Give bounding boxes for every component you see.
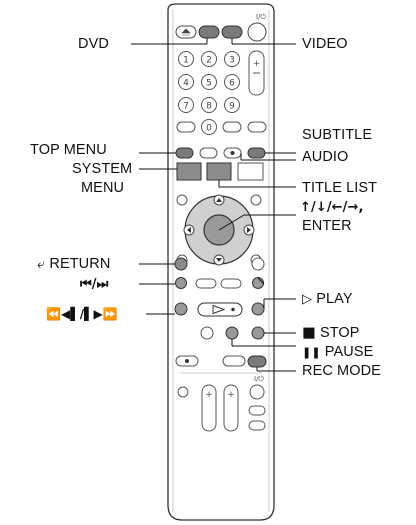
stop-button xyxy=(251,326,265,340)
eject-button xyxy=(175,25,197,39)
subtitle-button xyxy=(247,147,266,159)
rec-mode-button xyxy=(247,355,267,368)
label-return-text: RETURN xyxy=(49,256,111,272)
return-button xyxy=(174,257,188,271)
return-icon: ⤶ xyxy=(37,256,46,272)
svg-text:5: 5 xyxy=(206,79,212,89)
svg-text:4: 4 xyxy=(183,79,189,89)
system-menu-button xyxy=(176,162,202,181)
stop-icon: ■ xyxy=(302,325,316,341)
prev-button xyxy=(175,277,187,289)
label-video: VIDEO xyxy=(302,36,348,52)
label-stop-text: STOP xyxy=(319,325,360,341)
label-prev-next-icon: ⏮/⏭ xyxy=(80,277,109,292)
play-button xyxy=(197,302,243,317)
svg-text:7: 7 xyxy=(183,102,189,112)
ff-button xyxy=(251,302,265,316)
svg-text:+: + xyxy=(227,390,235,400)
top-menu-button xyxy=(175,147,194,159)
label-enter: ENTER xyxy=(302,218,352,234)
label-top-menu: TOP MENU xyxy=(30,142,107,158)
dvd-button xyxy=(198,25,220,39)
label-arrows-icon: ↑/↓/←/→, xyxy=(300,200,364,215)
label-system-menu-line1: SYSTEM xyxy=(72,161,133,177)
label-scan-slow-icon: ⏪◀▌/▌▶⏩ xyxy=(46,307,118,321)
svg-text:1: 1 xyxy=(183,56,189,66)
label-audio: AUDIO xyxy=(302,149,349,165)
pause-button xyxy=(225,326,239,340)
title-list-button xyxy=(206,162,232,181)
svg-text:0: 0 xyxy=(206,124,212,134)
label-subtitle: SUBTITLE xyxy=(302,127,373,143)
svg-text:2: 2 xyxy=(206,56,212,66)
volume-rocker: + xyxy=(248,50,265,96)
label-stop: ■ STOP xyxy=(302,325,360,342)
label-pause-text: PAUSE xyxy=(324,344,374,360)
svg-text:6: 6 xyxy=(229,79,235,89)
label-return: ⤶ RETURN xyxy=(37,256,110,273)
svg-text:+: + xyxy=(253,59,261,69)
leader-lines xyxy=(131,38,296,372)
next-button xyxy=(252,277,264,289)
play-icon: ▷ xyxy=(302,292,313,307)
power-button xyxy=(247,22,267,42)
rewind-button xyxy=(174,302,188,316)
video-button xyxy=(221,25,243,39)
svg-text:8: 8 xyxy=(206,102,212,112)
svg-text:I/⏻: I/⏻ xyxy=(254,375,264,383)
label-system-menu-line2: MENU xyxy=(81,180,125,196)
label-play: ▷ PLAY xyxy=(302,291,353,308)
svg-text:9: 9 xyxy=(229,102,235,112)
label-dvd: DVD xyxy=(78,36,109,52)
svg-text:3: 3 xyxy=(229,56,235,66)
label-title-list: TITLE LIST xyxy=(302,180,378,196)
number-pad: 1 2 3 4 5 6 7 8 9 0 xyxy=(176,51,242,135)
label-pause: ❚❚ PAUSE xyxy=(302,344,373,361)
label-play-text: PLAY xyxy=(316,291,353,307)
pause-icon: ❚❚ xyxy=(302,346,321,359)
svg-text:+: + xyxy=(205,390,213,400)
label-rec-mode: REC MODE xyxy=(302,363,381,379)
svg-text:I/⏻: I/⏻ xyxy=(256,13,266,21)
